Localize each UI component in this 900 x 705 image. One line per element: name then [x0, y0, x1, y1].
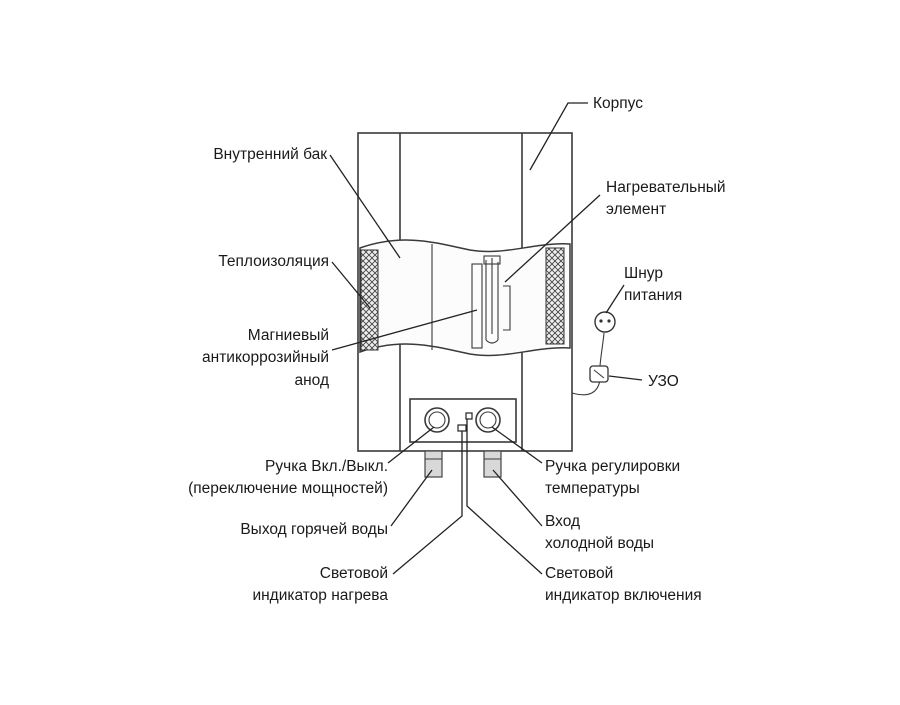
tank-section — [359, 239, 571, 357]
leader-insulation — [331, 261, 371, 309]
leader-inner-tank — [329, 154, 401, 259]
heating-element — [471, 255, 511, 349]
cold-water-pipe — [483, 450, 502, 478]
leader-power-cord — [605, 284, 625, 314]
plug-icon — [594, 311, 616, 333]
insulation-left — [360, 249, 379, 351]
label-temp-knob-1: Ручка регулировки — [545, 458, 680, 475]
leader-temp-knob — [491, 426, 543, 464]
leader-anode — [331, 309, 478, 351]
rcd-mark — [593, 369, 605, 379]
pipes — [424, 450, 502, 478]
label-rcd: УЗО — [648, 373, 679, 390]
label-insulation: Теплоизоляция — [218, 253, 329, 270]
power-cord-lower — [571, 379, 601, 396]
label-power-knob-1: Ручка Вкл./Выкл. — [265, 458, 388, 475]
label-power-knob-2: (переключение мощностей) — [188, 480, 388, 497]
label-body: Корпус — [593, 95, 643, 112]
label-power-indicator-2: индикатор включения — [545, 587, 702, 604]
leader-heating-element — [504, 194, 601, 283]
label-power-cord-1: Шнур — [624, 265, 663, 282]
leader-lines — [329, 102, 643, 575]
temp-knob-inner — [479, 411, 497, 429]
plug-pin-left — [599, 319, 603, 323]
label-cold-inlet-2: холодной воды — [545, 535, 654, 552]
power-cord-assembly — [571, 311, 616, 396]
leader-body — [529, 102, 588, 171]
temp-knob-circle[interactable] — [475, 407, 501, 433]
label-heat-indicator-1: Световой — [320, 565, 388, 582]
leader-power-knob — [387, 426, 435, 464]
label-anode-2: антикоррозийный — [202, 349, 329, 366]
power-knob-circle[interactable] — [424, 407, 450, 433]
leader-cold-inlet — [492, 469, 543, 527]
leader-rcd — [608, 375, 643, 381]
control-panel — [409, 398, 517, 443]
control-panel-frame — [409, 398, 517, 443]
leader-power-indicator — [466, 419, 543, 575]
heating-coil — [485, 258, 499, 344]
label-hot-outlet: Выход горячей воды — [240, 521, 388, 538]
hot-water-pipe — [424, 450, 443, 478]
leader-hot-outlet — [390, 469, 433, 527]
inner-tank-cutaway — [359, 239, 571, 357]
heat-indicator-light — [457, 424, 467, 432]
label-temp-knob-2: температуры — [545, 480, 640, 497]
labels: Корпус Внутренний бак Нагревательный эле… — [188, 95, 725, 604]
casing-outline — [357, 132, 573, 452]
insulation-right — [545, 247, 565, 345]
label-anode-3: анод — [294, 372, 329, 389]
plug-pin-right — [607, 319, 611, 323]
label-power-cord-2: питания — [624, 287, 682, 304]
anode-rod — [471, 263, 483, 349]
label-power-indicator-1: Световой — [545, 565, 613, 582]
label-heating-element-1: Нагревательный — [606, 179, 726, 196]
element-flange — [483, 255, 501, 265]
label-anode-1: Магниевый — [248, 327, 329, 344]
thermostat-probe — [503, 285, 511, 331]
power-knob-inner — [428, 411, 446, 429]
label-heating-element-2: элемент — [606, 201, 666, 218]
leader-heat-indicator — [392, 431, 463, 575]
label-heat-indicator-2: индикатор нагрева — [252, 587, 388, 604]
label-cold-inlet-1: Вход — [545, 513, 580, 530]
label-inner-tank: Внутренний бак — [213, 146, 327, 163]
power-cord-upper — [599, 332, 605, 367]
power-indicator-light — [465, 412, 473, 420]
